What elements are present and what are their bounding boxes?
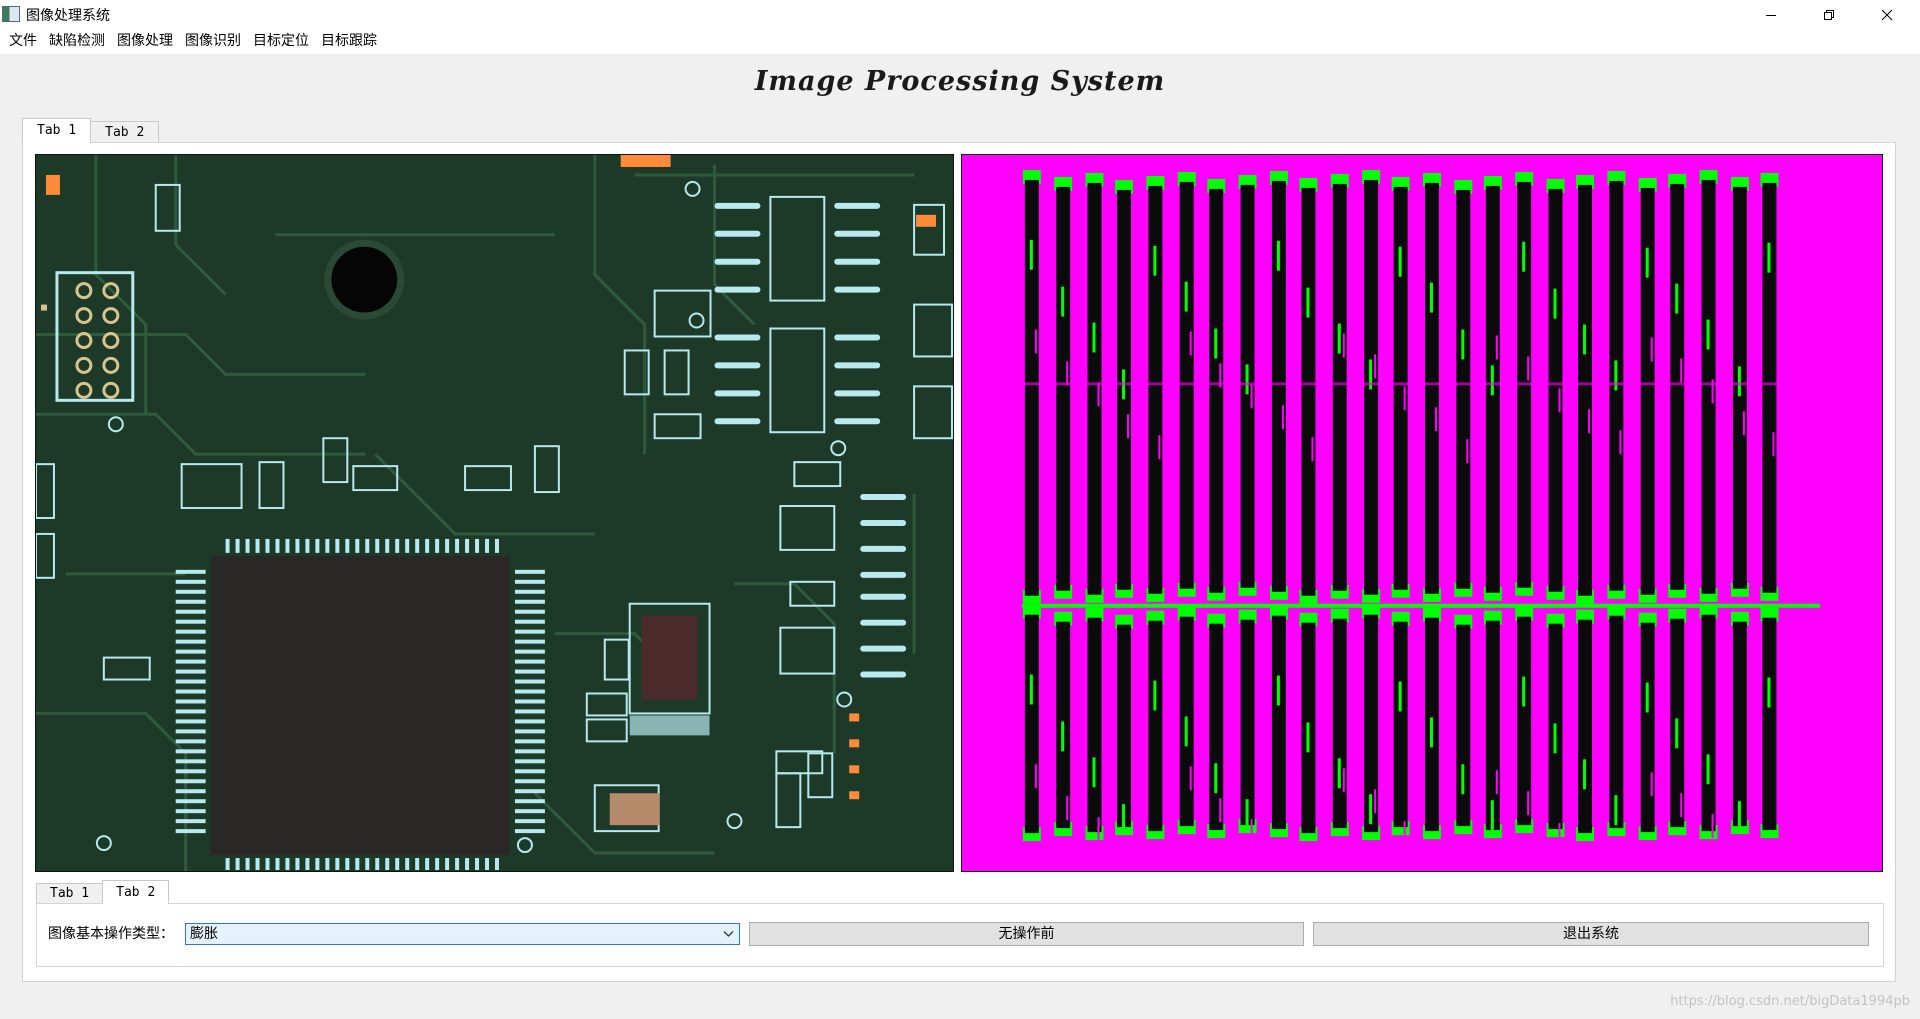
inner-tab-2[interactable]: Tab 2 [102, 880, 170, 904]
pcb-image [36, 155, 953, 871]
original-image-view [35, 154, 954, 872]
menu-defect-detection[interactable]: 缺陷检测 [49, 33, 105, 49]
outer-tab-1[interactable]: Tab 1 [22, 118, 92, 143]
chevron-down-icon [723, 931, 734, 937]
menu-image-processing[interactable]: 图像处理 [117, 33, 173, 49]
title-bar: 图像处理系统 [0, 0, 1920, 29]
operation-type-select[interactable]: 膨胀 [185, 923, 740, 945]
inner-tab-1[interactable]: Tab 1 [36, 883, 104, 904]
close-icon [1881, 9, 1893, 20]
no-operation-button[interactable]: 无操作前 [749, 922, 1304, 946]
outer-tab-bar: Tab 1 Tab 2 [22, 118, 160, 143]
minimize-icon [1766, 14, 1776, 16]
restore-icon [1824, 9, 1834, 20]
close-button[interactable] [1858, 0, 1916, 29]
menu-bar: 文件 缺陷检测 图像处理 图像识别 目标定位 目标跟踪 [0, 29, 1920, 54]
menu-target-location[interactable]: 目标定位 [253, 33, 309, 49]
minimize-button[interactable] [1742, 0, 1800, 29]
app-icon [2, 6, 20, 22]
window-title: 图像处理系统 [26, 8, 110, 24]
inner-tab-bar: Tab 1 Tab 2 [36, 880, 170, 904]
menu-file[interactable]: 文件 [9, 33, 37, 49]
exit-system-button[interactable]: 退出系统 [1313, 922, 1869, 946]
operation-type-label: 图像基本操作类型： [48, 926, 174, 942]
watermark: https://blog.csdn.net/bigData1994pb [1670, 994, 1910, 1009]
menu-target-tracking[interactable]: 目标跟踪 [321, 33, 377, 49]
menu-image-recognition[interactable]: 图像识别 [185, 33, 241, 49]
processed-image [962, 155, 1882, 871]
operation-type-value: 膨胀 [190, 926, 218, 942]
outer-tab-2[interactable]: Tab 2 [90, 121, 160, 143]
processed-image-view [961, 154, 1883, 872]
page-title: Image Processing System [754, 66, 1166, 97]
restore-button[interactable] [1800, 0, 1858, 29]
